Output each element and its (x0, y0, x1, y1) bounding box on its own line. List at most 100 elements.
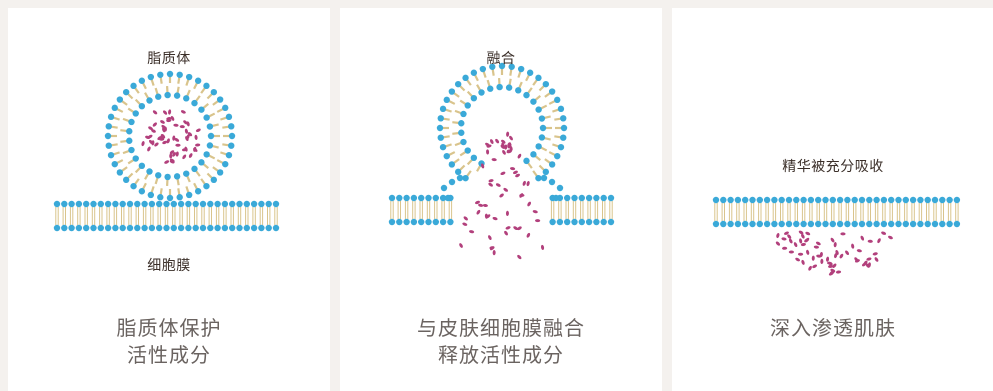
active-ingredient-particle (489, 246, 495, 250)
panel-liposome: 脂质体 细胞膜 脂质体保护 活性成分 (8, 8, 330, 391)
active-ingredient-particle (832, 263, 837, 268)
active-ingredient-particle (485, 214, 491, 219)
lipid-head (119, 224, 126, 232)
active-ingredient-particle (166, 138, 170, 144)
active-ingredient-particle (835, 270, 842, 274)
lipid-head (97, 224, 105, 232)
lipid-head (880, 220, 888, 228)
lipid-head (515, 87, 522, 94)
lipid-head (216, 169, 224, 176)
active-ingredient-particle (812, 264, 818, 269)
active-ingredient-particle (515, 173, 520, 178)
lipid-head (866, 196, 873, 204)
lipid-head (112, 224, 119, 232)
active-ingredient-particle (811, 255, 815, 261)
lipid-head (166, 194, 174, 202)
fusion-illustration (388, 62, 615, 260)
active-ingredient-cluster (775, 230, 893, 276)
active-ingredient-particle (505, 210, 509, 216)
lipid-head (447, 218, 454, 226)
active-ingredient-particle (180, 110, 186, 114)
active-ingredient-particle (829, 270, 835, 275)
lipid-head (535, 74, 542, 82)
active-ingredient-particle (509, 135, 513, 141)
caption-line-2: 活性成分 (127, 343, 211, 367)
lipid-head (75, 224, 83, 232)
active-ingredient-particle (188, 153, 193, 158)
lipid-head (464, 147, 471, 154)
caption-line-1: 深入渗透肌肤 (770, 316, 896, 340)
lipid-head (851, 220, 858, 228)
lipid-head (462, 74, 469, 82)
lipid-head (556, 218, 564, 226)
lipid-head (105, 123, 112, 130)
lipid-head (210, 88, 218, 96)
lipid-head (138, 102, 146, 110)
lipid-head (228, 123, 235, 130)
lipid-head (771, 196, 778, 204)
active-ingredient-particle (535, 219, 541, 223)
lipid-head (448, 88, 456, 95)
active-ingredient-particle (787, 234, 792, 239)
lipid-head (163, 224, 170, 232)
lipid-head (470, 94, 478, 102)
active-ingredient-particle (781, 237, 787, 241)
lipid-head (436, 124, 444, 132)
absorption-illustration (712, 196, 961, 276)
lipid-head (119, 200, 126, 208)
active-ingredient-particle (183, 120, 188, 125)
lipid-head (111, 160, 118, 168)
lipid-head (742, 220, 749, 228)
lipid-head (425, 194, 432, 202)
lipid-head (858, 220, 866, 228)
lipid-head (793, 220, 800, 228)
lipid-head (104, 224, 112, 232)
active-ingredient-particle (174, 138, 180, 142)
lipid-head (564, 218, 571, 226)
lipid-head (460, 138, 467, 146)
active-ingredient-particle (526, 232, 531, 238)
lipid-head (265, 224, 272, 232)
lipid-head (800, 196, 807, 204)
active-ingredient-particle (175, 151, 179, 157)
lipid-head (458, 129, 465, 136)
lipid-head (538, 115, 546, 122)
lipid-head (183, 170, 190, 177)
lipid-head (829, 196, 836, 204)
active-ingredient-particle (795, 257, 801, 262)
lipid-head (448, 161, 456, 168)
lipid-head (229, 200, 236, 208)
lipid-head (924, 196, 931, 204)
lipid-head (225, 151, 233, 159)
active-ingredient-particle (866, 257, 872, 261)
lipid-head (432, 194, 439, 202)
lipid-head (440, 184, 448, 192)
lipid-head (53, 200, 61, 208)
active-ingredient-particle (801, 233, 805, 239)
lipid-head (548, 178, 556, 186)
lipid-head (258, 224, 265, 232)
lipid-head (836, 196, 844, 204)
lipid-head (888, 220, 895, 228)
lipid-head (542, 80, 550, 88)
active-ingredient-particle (799, 238, 803, 244)
active-ingredient-particle (872, 252, 878, 256)
lipid-head (146, 168, 153, 175)
active-ingredient-particle (488, 235, 492, 240)
lipid-head (727, 196, 734, 204)
active-ingredient-particle (888, 235, 893, 240)
active-ingredient-particle (826, 256, 830, 262)
active-ingredient-particle (160, 134, 165, 139)
lipid-head (600, 218, 607, 226)
lipid-head (126, 224, 134, 232)
lipid-head (444, 194, 452, 202)
active-ingredient-particle (195, 143, 201, 147)
lipid-head (222, 160, 229, 168)
lipid-head (607, 218, 615, 226)
active-ingredient-particle (169, 150, 175, 155)
lipid-head (585, 218, 593, 226)
lipid-head (556, 184, 564, 192)
active-ingredient-particle (856, 249, 862, 253)
lipid-head (552, 194, 560, 202)
active-ingredient-particle (504, 144, 508, 150)
